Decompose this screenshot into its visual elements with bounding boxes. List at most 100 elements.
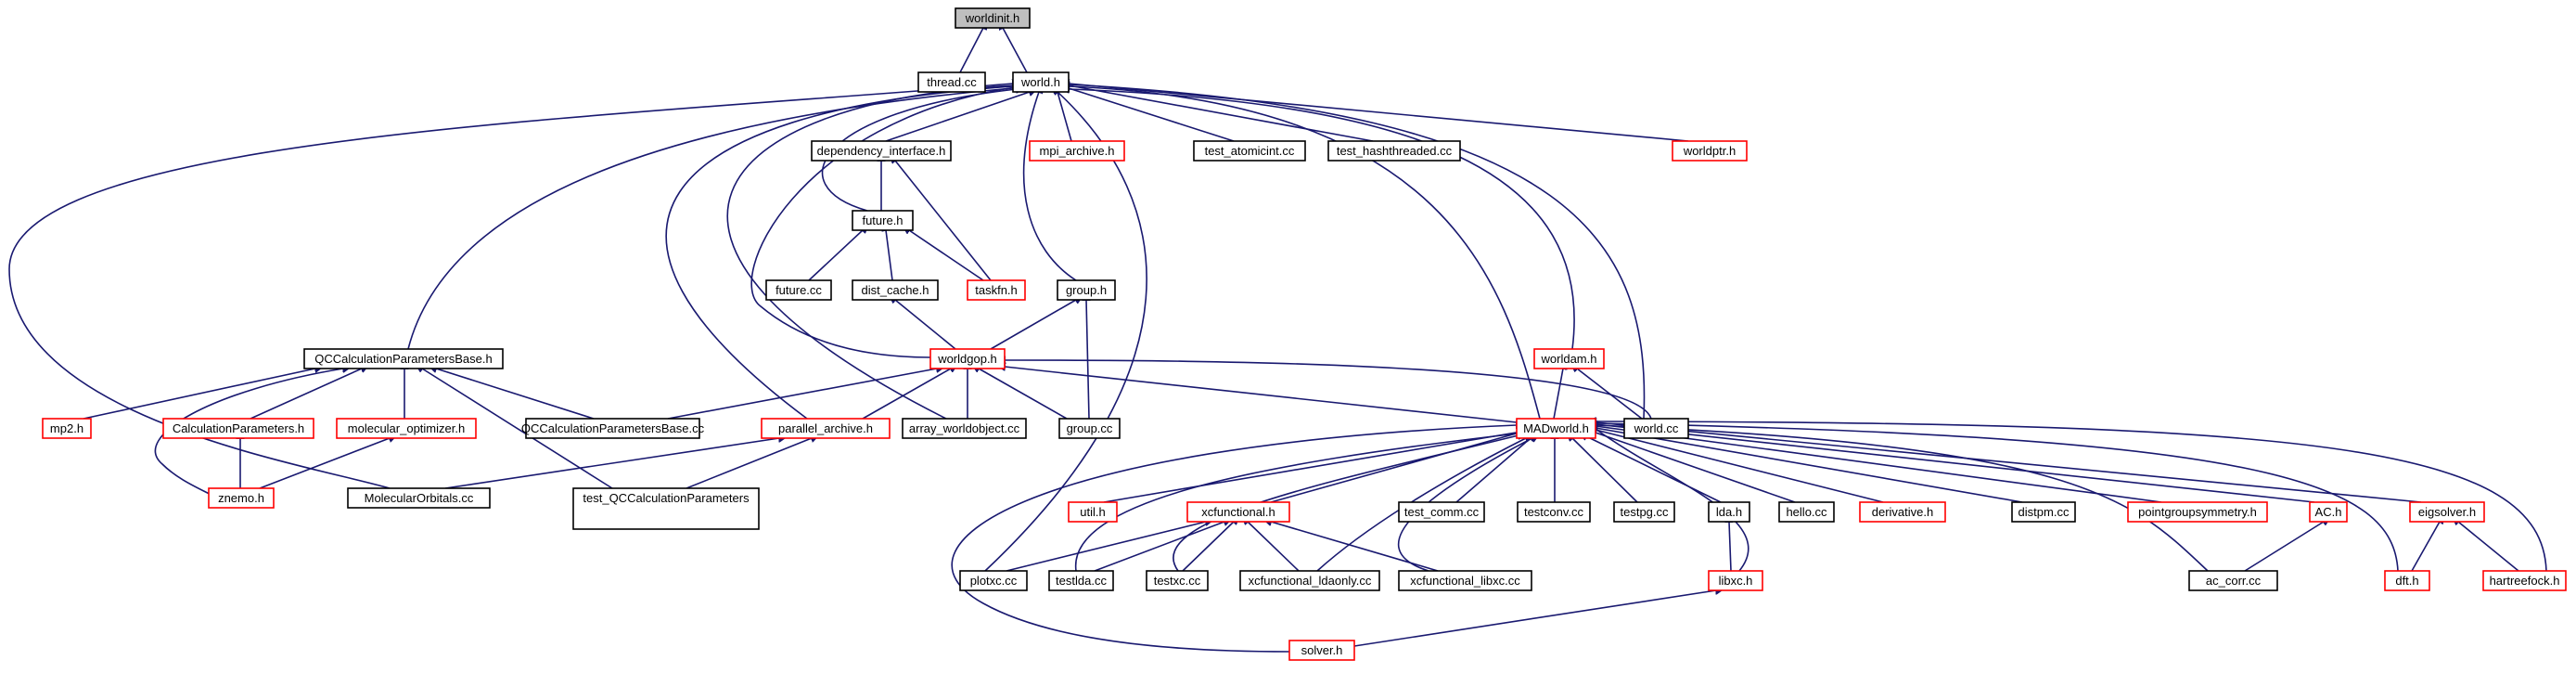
node-label: future.h	[862, 214, 903, 227]
node-box	[1146, 570, 1209, 591]
node-hello[interactable]: hello.cc	[1778, 501, 1835, 523]
edge-line	[8, 84, 1013, 489]
node-worldinit[interactable]: worldinit.h	[955, 7, 1031, 29]
node-label: world.h	[1020, 75, 1060, 89]
node-label: thread.cc	[927, 75, 977, 89]
node-box	[2384, 570, 2430, 591]
node-box	[1057, 279, 1116, 301]
node-libxc[interactable]: libxc.h	[1708, 570, 1763, 591]
node-label: pointgroupsymmetry.h	[2138, 505, 2257, 519]
node-dft[interactable]: dft.h	[2384, 570, 2430, 591]
node-test-atomicint[interactable]: test_atomicint.cc	[1193, 140, 1306, 162]
node-xcf-libxc[interactable]: xcfunctional_libxc.cc	[1398, 570, 1532, 591]
node-box	[1288, 640, 1355, 661]
node-mpi-archive[interactable]: mpi_archive.h	[1029, 140, 1125, 162]
edge-line	[2411, 522, 2440, 572]
edge-worldgop-to-madworld	[1005, 367, 1518, 423]
node-plotxc[interactable]: plotxc.cc	[959, 570, 1028, 591]
node-group-cc[interactable]: group.cc	[1058, 418, 1121, 439]
edge-world-to-madworld	[1069, 86, 1541, 420]
node-znemo[interactable]: znemo.h	[208, 487, 275, 509]
node-mp2[interactable]: mp2.h	[42, 418, 92, 439]
node-thread[interactable]: thread.cc	[917, 71, 986, 93]
node-qccalcbase-h[interactable]: QCCalculationParametersBase.h	[303, 348, 504, 369]
node-group[interactable]: group.h	[1057, 279, 1116, 301]
node-hartreefock[interactable]: hartreefock.h	[2482, 570, 2567, 591]
node-testconv[interactable]: testconv.cc	[1517, 501, 1591, 523]
node-test-hashthreaded[interactable]: test_hashthreaded.cc	[1327, 140, 1461, 162]
node-pointgroupsym[interactable]: pointgroupsymmetry.h	[2127, 501, 2268, 523]
edge-line	[1086, 300, 1089, 420]
node-label: QCCalculationParametersBase.h	[314, 352, 492, 366]
node-future[interactable]: future.h	[852, 210, 914, 231]
node-taskfn[interactable]: taskfn.h	[967, 279, 1026, 301]
edge-line	[1248, 522, 1300, 572]
node-calcparams[interactable]: CalculationParameters.h	[162, 418, 314, 439]
node-label: worldgop.h	[937, 352, 997, 366]
edge-line	[808, 230, 863, 281]
node-array-worldobject[interactable]: array_worldobject.cc	[902, 418, 1027, 439]
node-derivative[interactable]: derivative.h	[1859, 501, 1946, 523]
edge-line	[750, 87, 1015, 358]
edge-line	[2458, 522, 2519, 572]
node-worldgop[interactable]: worldgop.h	[929, 348, 1006, 369]
node-dist-cache[interactable]: dist_cache.h	[852, 279, 939, 301]
node-box	[1327, 140, 1461, 162]
node-label: distpm.cc	[2019, 505, 2070, 519]
edge-madworld-to-test_comm	[1455, 438, 1531, 503]
node-testlda[interactable]: testlda.cc	[1048, 570, 1114, 591]
edge-line	[886, 230, 893, 281]
node-world[interactable]: world.h	[1012, 71, 1070, 93]
node-ac-h[interactable]: AC.h	[2309, 501, 2348, 523]
node-ac-corr[interactable]: ac_corr.cc	[2188, 570, 2278, 591]
edge-lda-to-libxc	[1729, 522, 1731, 572]
node-label: test_hashthreaded.cc	[1337, 144, 1453, 158]
node-distpm[interactable]: distpm.cc	[2011, 501, 2076, 523]
node-xcfunctional[interactable]: xcfunctional.h	[1186, 501, 1290, 523]
edge-libxc-to-solver	[1353, 590, 1716, 647]
node-madworld[interactable]: MADworld.h	[1516, 418, 1596, 439]
node-qccalcbase-cc[interactable]: QCCalculationParametersBase.cc	[521, 418, 705, 439]
node-eigsolver[interactable]: eigsolver.h	[2409, 501, 2485, 523]
node-label: ac_corr.cc	[2206, 574, 2262, 588]
edge-line	[1577, 369, 1643, 420]
node-box	[1193, 140, 1306, 162]
edge-world-to-qccalcbase_h	[407, 88, 1013, 350]
node-molorbitals[interactable]: MolecularOrbitals.cc	[347, 487, 491, 509]
edge-line	[1596, 426, 2162, 503]
edge-line	[1069, 84, 1689, 142]
node-label: taskfn.h	[975, 283, 1018, 297]
node-box	[1623, 418, 1689, 439]
node-future-cc[interactable]: future.cc	[765, 279, 832, 301]
edge-line	[895, 161, 992, 281]
node-worldam[interactable]: worldam.h	[1533, 348, 1605, 369]
node-worldptr[interactable]: worldptr.h	[1672, 140, 1748, 162]
node-test-qccalc-1[interactable]: test_QCCalculationParameters	[572, 487, 760, 530]
node-testxc[interactable]: testxc.cc	[1146, 570, 1209, 591]
node-world-cc[interactable]: world.cc	[1623, 418, 1689, 439]
node-box	[765, 279, 832, 301]
edge-line	[1057, 92, 1072, 142]
edge-world-to-dependency_interface	[885, 92, 1030, 142]
node-dependency-interface[interactable]: dependency_interface.h	[811, 140, 952, 162]
edge-molopt-to-znemo	[259, 438, 390, 489]
edge-line	[885, 92, 1030, 142]
node-solver[interactable]: solver.h	[1288, 640, 1355, 661]
node-xcf-ldaonly[interactable]: xcfunctional_ldaonly.cc	[1239, 570, 1380, 591]
edge-line	[1182, 522, 1234, 572]
edge-line	[1586, 436, 1722, 503]
node-parallel-archive[interactable]: parallel_archive.h	[761, 418, 891, 439]
node-molopt[interactable]: molecular_optimizer.h	[336, 418, 477, 439]
edge-future-to-dist_cache	[886, 230, 893, 281]
edge-line	[951, 425, 1517, 653]
node-testpg[interactable]: testpg.cc	[1613, 501, 1675, 523]
edge-line	[1596, 421, 2547, 572]
node-test-comm[interactable]: test_comm.cc	[1398, 501, 1485, 523]
node-box	[2309, 501, 2348, 523]
node-label: testlda.cc	[1056, 574, 1107, 588]
edge-line	[1596, 423, 2399, 572]
node-lda[interactable]: lda.h	[1708, 501, 1750, 523]
node-box	[1778, 501, 1835, 523]
edge-line	[979, 369, 1068, 420]
node-util[interactable]: util.h	[1068, 501, 1118, 523]
